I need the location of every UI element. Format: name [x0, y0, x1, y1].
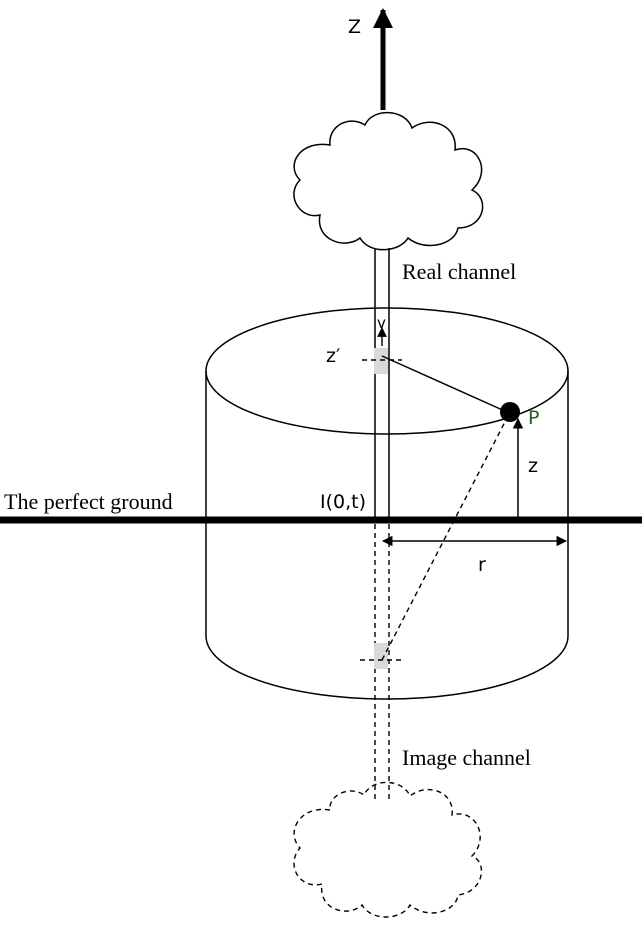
image-to-p-line	[381, 415, 509, 661]
z-prime-label: z′	[326, 345, 340, 367]
image-channel-label: Image channel	[402, 745, 531, 770]
cylinder-bottom	[205, 635, 569, 700]
source-marker	[374, 348, 388, 374]
point-p-label: P	[528, 407, 539, 429]
source-to-p-line	[381, 355, 508, 413]
current-label: I(0,t)	[320, 491, 366, 513]
ground-label: The perfect ground	[4, 489, 173, 514]
z-axis-label: Z	[348, 16, 361, 38]
real-cloud	[293, 111, 484, 251]
image-cloud	[293, 781, 483, 918]
radius-label: r	[478, 554, 486, 576]
velocity-label: v	[377, 314, 386, 332]
point-p	[500, 402, 520, 422]
height-label: z	[528, 455, 538, 477]
image-source-marker	[374, 643, 388, 669]
real-channel-label: Real channel	[402, 259, 516, 284]
